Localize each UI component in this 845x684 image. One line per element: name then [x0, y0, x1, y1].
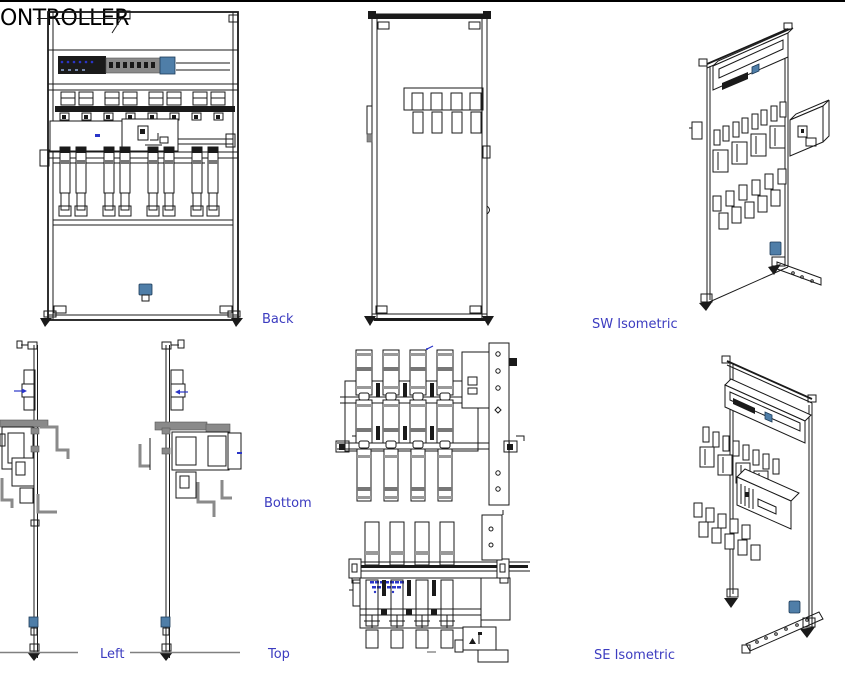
se-isometric-drawing[interactable]	[693, 355, 824, 654]
back-view-label[interactable]: Back	[262, 312, 294, 327]
sw-isometric-view-label[interactable]: SW Isometric	[592, 317, 678, 332]
leader-flag	[118, 10, 131, 20]
busbar-slots	[404, 92, 483, 134]
mounting-clip-icon	[769, 241, 782, 256]
bottom-view-drawing[interactable]	[335, 342, 525, 506]
leader-mark	[426, 345, 434, 350]
base-plate	[776, 261, 822, 286]
back-view-drawing[interactable]	[364, 11, 494, 326]
led-indicators-icon	[60, 60, 94, 64]
mounting-clip-icon	[28, 616, 39, 628]
left-view-drawing[interactable]	[0, 339, 242, 661]
dimension-arrow-icon	[175, 389, 188, 395]
se-isometric-view-label[interactable]: SE Isometric	[594, 648, 676, 663]
sheet-border	[0, 0, 845, 2]
front-view-drawing[interactable]	[37, 10, 243, 327]
mounting-clip-icon	[160, 616, 171, 628]
top-view-label[interactable]: Top	[268, 647, 290, 662]
plc-module	[58, 56, 106, 74]
mounting-clip-icon	[138, 283, 153, 296]
busbar-columns	[364, 521, 455, 566]
busbar-columns	[39, 146, 238, 226]
top-view-drawing[interactable]	[348, 510, 530, 663]
base-plate	[745, 611, 824, 652]
clip-icon	[764, 411, 773, 423]
control-box	[121, 118, 179, 152]
end-module	[159, 56, 176, 75]
breaker-row	[55, 91, 235, 121]
busbar-columns	[355, 349, 454, 502]
mounting-plate	[488, 342, 510, 506]
left-view-label[interactable]: Left	[100, 647, 125, 662]
sw-isometric-drawing[interactable]	[689, 22, 830, 311]
clip-icon	[751, 63, 760, 75]
mounting-clip-icon	[788, 600, 801, 614]
lower-terminals	[712, 168, 787, 230]
terminal-dots-icon	[370, 581, 404, 595]
lower-terminals	[693, 502, 761, 561]
mounting-plate	[481, 514, 503, 561]
bottom-view-label[interactable]: Bottom	[264, 496, 312, 511]
breaker-cluster	[712, 101, 787, 173]
dimension-arrow-icon	[14, 388, 27, 394]
